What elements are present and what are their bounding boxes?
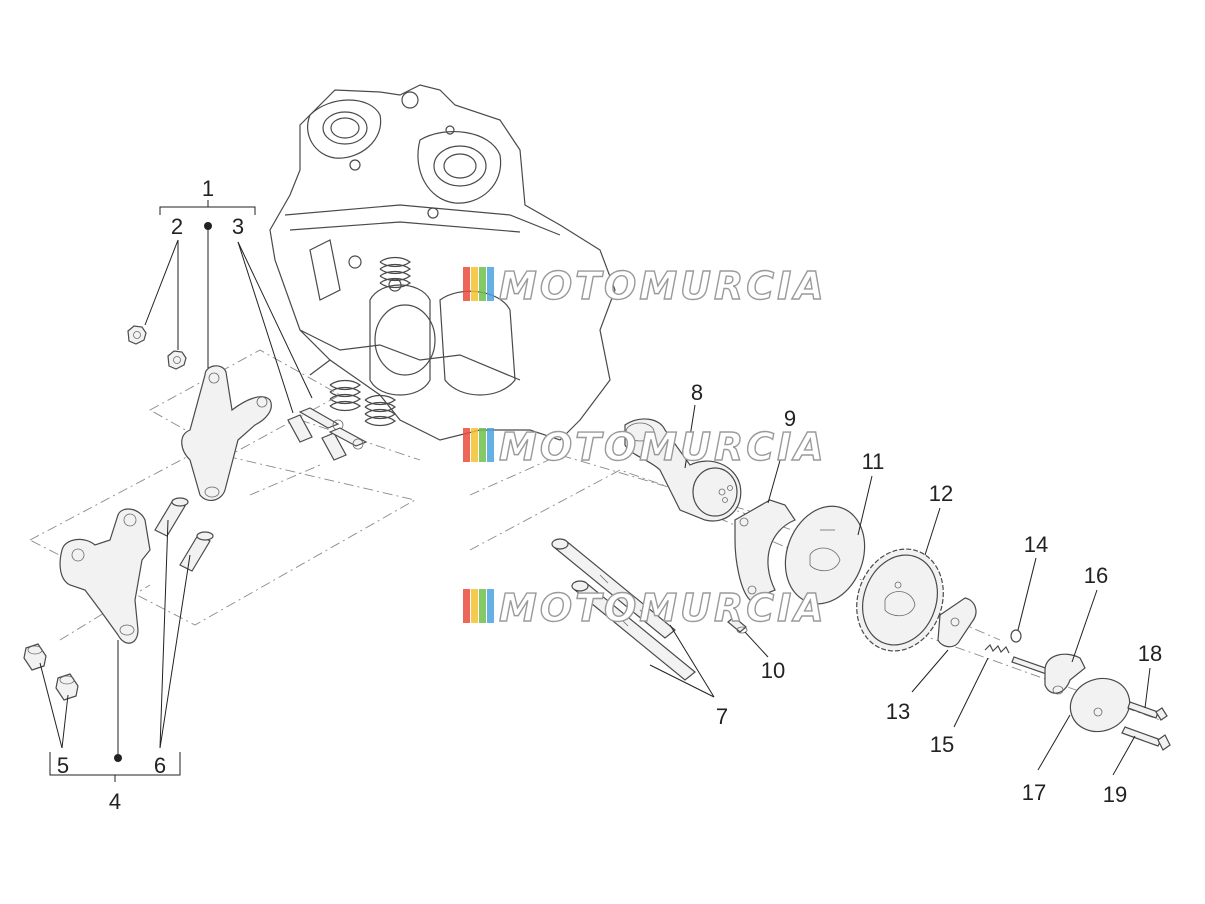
leader-lines — [39, 200, 1151, 782]
callout-7: 7 — [716, 704, 728, 729]
callout-17: 17 — [1022, 780, 1046, 805]
watermark-text: MOTOMURCIA — [499, 425, 827, 469]
rocker-shafts-part-7 — [551, 538, 696, 681]
watermark-stripe — [463, 267, 470, 301]
pin-part-10 — [727, 616, 748, 634]
spring-part-15 — [984, 643, 1055, 677]
callout-6: 6 — [154, 753, 166, 778]
watermark-stripe — [487, 428, 494, 462]
watermark-stripe — [471, 428, 478, 462]
bolt-part-19 — [1121, 726, 1171, 751]
watermark-stripe — [479, 589, 486, 623]
callout-5: 5 — [57, 753, 69, 778]
lower-rocker-arm — [59, 508, 151, 644]
watermark-stripe — [471, 589, 478, 623]
watermark-stripe — [487, 267, 494, 301]
callout-13: 13 — [886, 699, 910, 724]
callout-16: 16 — [1084, 563, 1108, 588]
callout-2: 2 — [171, 214, 183, 239]
callout-4: 4 — [109, 789, 121, 814]
bolt-part-18 — [1127, 701, 1168, 721]
callout-1: 1 — [202, 176, 214, 201]
callout-9: 9 — [784, 406, 796, 431]
valve-springs — [329, 255, 412, 427]
camshaft-part-8 — [624, 418, 742, 522]
watermark-text: MOTOMURCIA — [499, 586, 827, 630]
circlip-part-14 — [1010, 629, 1022, 643]
callout-14: 14 — [1024, 532, 1048, 557]
watermark-stripe — [471, 267, 478, 301]
watermark-bottom: MOTOMURCIA — [463, 585, 827, 631]
valve-adjusters-part-3 — [287, 407, 368, 461]
callout-11: 11 — [862, 449, 885, 474]
flange-part-16 — [1044, 653, 1086, 695]
watermark-top: MOTOMURCIA — [463, 263, 827, 309]
washer-part-17 — [1069, 677, 1131, 733]
callout-18: 18 — [1138, 641, 1162, 666]
plate-part-9 — [734, 499, 796, 601]
watermark-stripe — [479, 428, 486, 462]
upper-rocker-arm — [181, 365, 272, 502]
watermark-stripe — [479, 267, 486, 301]
weight-part-13 — [937, 597, 977, 648]
callout-15: 15 — [930, 732, 954, 757]
callout-10: 10 — [761, 658, 785, 683]
watermark-stripe — [487, 589, 494, 623]
watermark-text: MOTOMURCIA — [499, 264, 827, 308]
cylinder-head-drawing — [269, 84, 616, 441]
sprocket-part-12 — [856, 548, 944, 652]
callout-3: 3 — [232, 214, 244, 239]
callout-19: 19 — [1103, 782, 1127, 807]
watermark-stripe — [463, 589, 470, 623]
callout-labels: 1 2 3 4 5 6 7 8 9 10 11 12 13 14 15 16 1… — [57, 176, 1162, 814]
watermark-middle: MOTOMURCIA — [463, 424, 827, 470]
disc-part-11 — [784, 505, 866, 605]
screws-part-6 — [154, 497, 214, 572]
pads-part-5 — [23, 643, 79, 701]
callout-12: 12 — [929, 481, 953, 506]
watermark-stripe — [463, 428, 470, 462]
callout-8: 8 — [691, 380, 703, 405]
nut-part-2 — [127, 325, 187, 370]
